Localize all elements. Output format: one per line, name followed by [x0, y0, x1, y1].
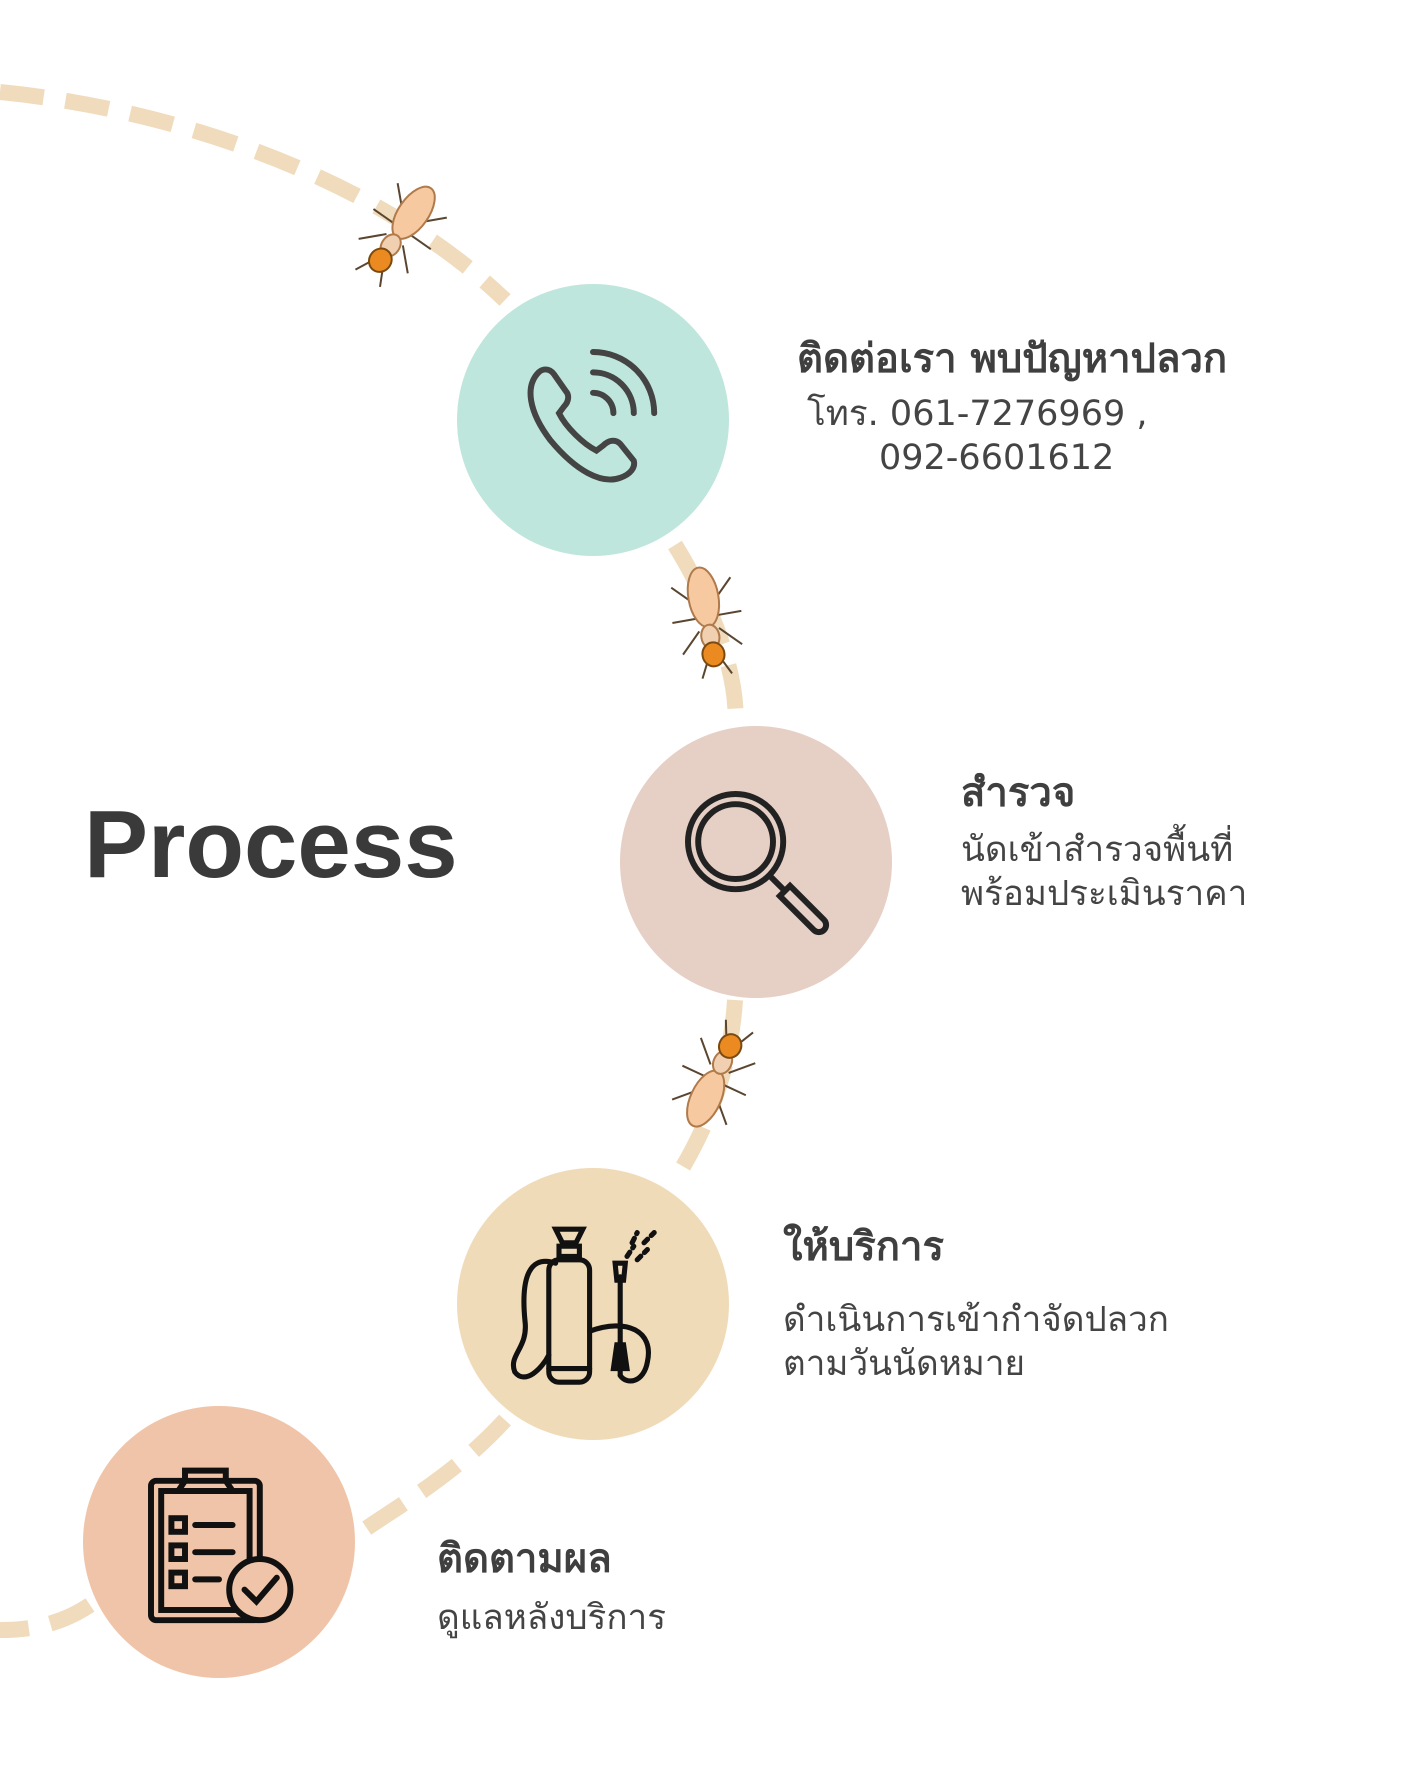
page-title: Process — [84, 791, 458, 898]
termite-icon — [354, 183, 447, 287]
step-3-title: ให้บริการ — [783, 1224, 944, 1270]
termite-icon — [670, 566, 743, 679]
clipboard-check-icon — [148, 1467, 294, 1624]
step-3-desc-line-1: ดำเนินการเข้ากำจัดปลวก — [783, 1300, 1169, 1340]
termite-icon — [671, 1019, 756, 1128]
step-4-title: ติดตามผล — [437, 1536, 612, 1582]
sprayer-icon — [510, 1226, 657, 1385]
step-4-circle — [83, 1406, 355, 1678]
step-1-phone-line-1: โทร. 061-7276969 , — [807, 394, 1148, 434]
step-2-circle — [620, 726, 892, 998]
step-2-title: สำรวจ — [961, 770, 1076, 816]
step-3-circle — [457, 1168, 729, 1440]
phone-icon — [527, 349, 658, 483]
step-1-circle — [457, 284, 729, 556]
step-1-title: ติดต่อเรา พบปัญหาปลวก — [797, 336, 1228, 382]
step-1-phone-line-2: 092-6601612 — [879, 438, 1115, 478]
step-3-desc-line-2: ตามวันนัดหมาย — [783, 1344, 1025, 1384]
step-2-desc-line-2: พร้อมประเมินราคา — [961, 874, 1248, 914]
magnifier-icon — [685, 791, 830, 936]
step-4-desc-line-1: ดูแลหลังบริการ — [437, 1598, 667, 1638]
step-2-desc-line-1: นัดเข้าสำรวจพื้นที่ — [961, 830, 1234, 870]
